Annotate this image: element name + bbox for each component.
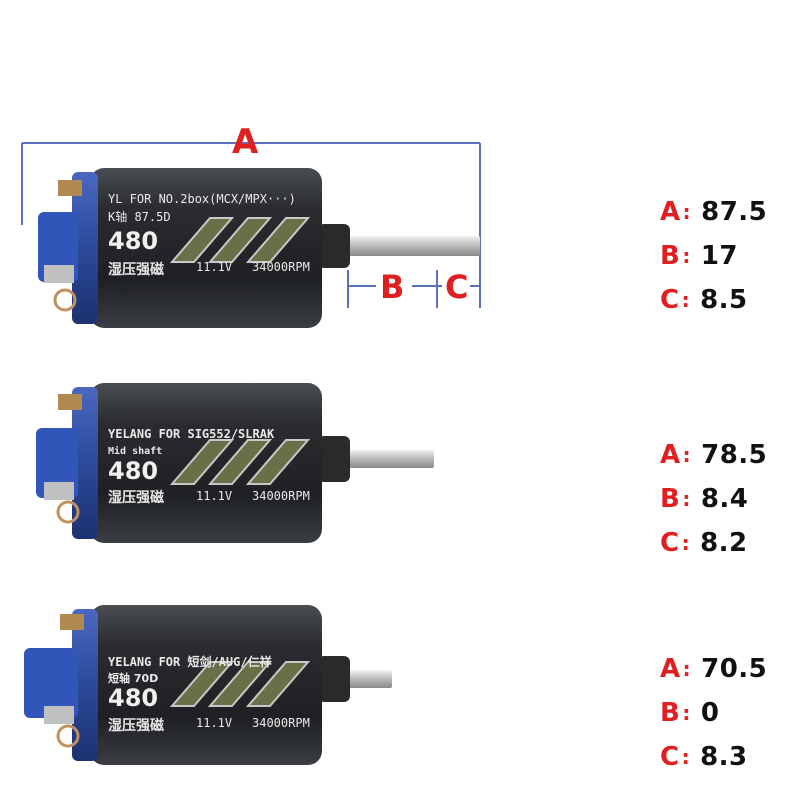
spec-key: A <box>660 440 681 470</box>
spec-value: 78.5 <box>701 440 768 470</box>
motor-spring <box>53 288 77 312</box>
spec-key: B <box>660 484 681 514</box>
spec-key: B <box>660 241 681 271</box>
spec-value: 8.5 <box>700 285 748 315</box>
spec-separator: : <box>682 244 691 268</box>
motor-chinese-label: 湿压强磁 <box>108 489 164 506</box>
motor-voltage: 11.1V <box>196 716 232 730</box>
motor-voltage: 11.1V <box>196 489 232 503</box>
motor-rpm: 34000RPM <box>252 260 310 274</box>
motor-model: 480 <box>108 227 158 255</box>
spec-separator: : <box>682 701 691 725</box>
motor-label-line1: YL FOR NO.2box(MCX/MPX···) <box>108 192 296 206</box>
motor-terminal <box>44 265 74 283</box>
spec-value: 8.4 <box>700 484 749 514</box>
motor-model: 480 <box>108 684 158 712</box>
spec-row: B:17 <box>660 238 738 274</box>
motor-shaft <box>348 670 392 688</box>
dimension-a-line <box>21 142 481 308</box>
motor-end-plug <box>36 428 78 498</box>
motor-terminal <box>58 394 82 410</box>
spec-row: C:8.2 <box>660 525 748 561</box>
motor-terminal <box>44 482 74 500</box>
spec-row: B:8.4 <box>660 481 748 517</box>
motor-label-line2: 短轴 70D <box>108 671 158 685</box>
motor-label-line2: K轴 87.5D <box>108 209 171 224</box>
motor-spring <box>56 724 80 748</box>
shaft-collar <box>318 436 350 482</box>
spec-row: A:87.5 <box>660 194 767 230</box>
dimension-c-label: C <box>445 268 469 306</box>
motor-terminal <box>44 706 74 724</box>
spec-key: C <box>660 528 680 558</box>
motor-vent-windows <box>169 217 311 263</box>
motor-2: YELANG FOR SIG552/SLRAK Mid shaft 480 湿压… <box>36 383 434 543</box>
motor-chinese-label: 湿压强磁 <box>108 261 164 278</box>
motor-shaft <box>348 450 434 468</box>
motor-chinese-label: 湿压强磁 <box>108 717 164 734</box>
motor-label-line1: YELANG FOR SIG552/SLRAK <box>108 427 275 441</box>
spec-separator: : <box>681 531 691 555</box>
spec-separator: : <box>682 443 692 467</box>
spec-separator: : <box>682 200 692 224</box>
motor-end-cap <box>72 172 98 324</box>
spec-value: 87.5 <box>701 197 768 227</box>
shaft-collar <box>318 224 350 268</box>
motor-3: YELANG FOR 短剑/AUG/仁祥 短轴 70D 480 湿压强磁 11.… <box>24 605 392 765</box>
spec-key: A <box>660 654 681 684</box>
spec-row: A:70.5 <box>660 651 767 687</box>
spec-key: C <box>660 742 680 772</box>
motor-rpm: 34000RPM <box>252 489 310 503</box>
shaft-collar <box>318 656 350 702</box>
motor-end-plug <box>24 648 78 718</box>
spec-separator: : <box>682 487 691 511</box>
spec-separator: : <box>681 288 691 312</box>
motor-vent-windows <box>169 661 311 707</box>
motor-label-line1: YELANG FOR 短剑/AUG/仁祥 <box>108 654 272 669</box>
dimension-b-label: B <box>380 268 405 306</box>
spec-separator: : <box>682 657 692 681</box>
spec-row: C:8.3 <box>660 739 748 775</box>
spec-key: C <box>660 285 680 315</box>
motor-end-plug <box>38 212 78 282</box>
spec-row: A:78.5 <box>660 437 767 473</box>
spec-value: 0 <box>700 698 720 728</box>
spec-value: 17 <box>700 241 739 271</box>
motor-vent-windows <box>169 439 311 485</box>
spec-row: C:8.5 <box>660 282 748 318</box>
spec-row: B:0 <box>660 695 719 731</box>
dimension-a-label: A <box>232 122 259 162</box>
motor-label-line2: Mid shaft <box>108 445 162 457</box>
motor-terminal <box>58 180 82 196</box>
motor-end-cap <box>72 387 98 539</box>
spec-key: B <box>660 698 681 728</box>
spec-separator: : <box>681 745 691 769</box>
motor-model: 480 <box>108 457 158 485</box>
motor-voltage: 11.1V <box>196 260 232 274</box>
spec-value: 8.2 <box>700 528 748 558</box>
motor-rpm: 34000RPM <box>252 716 310 730</box>
motor-shaft <box>348 236 480 256</box>
motor-spring <box>56 500 80 524</box>
spec-value: 8.3 <box>700 742 748 772</box>
dimension-bc-line <box>347 270 480 308</box>
spec-key: A <box>660 197 681 227</box>
spec-value: 70.5 <box>701 654 768 684</box>
motor-1: YL FOR NO.2box(MCX/MPX···) K轴 87.5D 480 … <box>21 142 481 328</box>
motor-terminal <box>60 614 84 630</box>
motor-end-cap <box>72 609 98 761</box>
